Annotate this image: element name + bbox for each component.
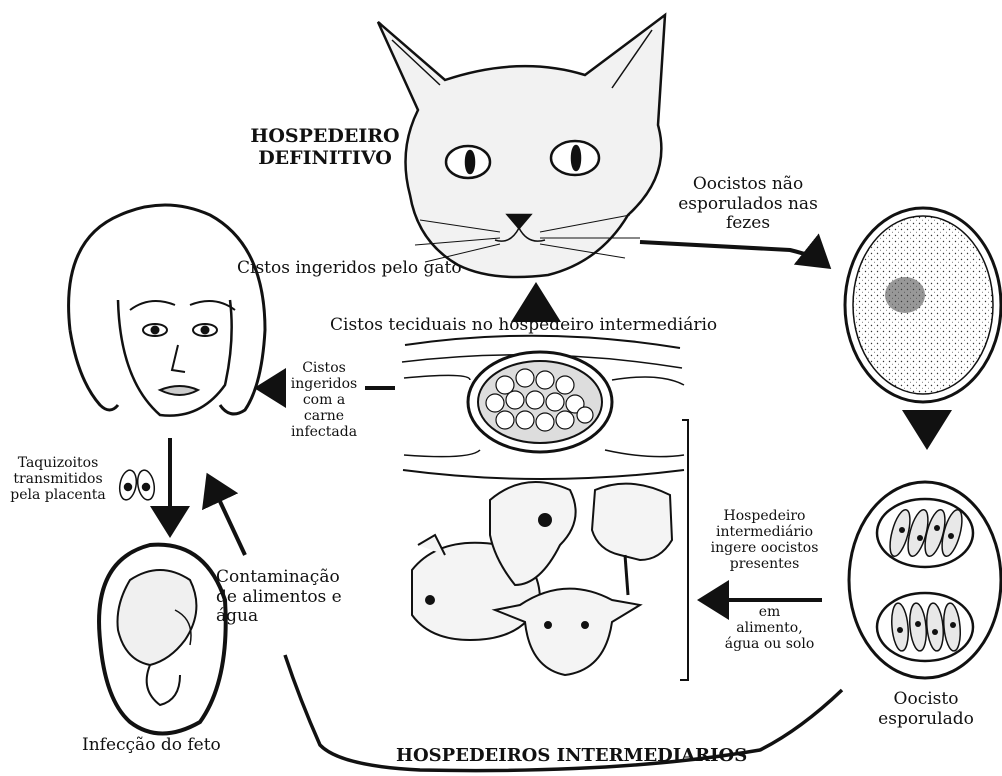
definitive-host-label: HOSPEDEIRO DEFINITIVO xyxy=(250,126,400,170)
intermediate-hosts-label: HOSPEDEIROS INTERMEDIARIOS xyxy=(396,746,747,767)
tissue-cysts-label: Cistos teciduais no hospedeiro intermedi… xyxy=(330,316,717,336)
unsporulated-oocyst-illustration xyxy=(845,208,1001,402)
tissue-cyst-illustration xyxy=(402,336,684,479)
cat-illustration xyxy=(378,15,665,277)
animals-illustration xyxy=(412,482,672,675)
cysts-meat-label: Cistos ingeridos com a carne infectada xyxy=(278,360,370,440)
arrow-contamination xyxy=(210,480,245,555)
sporulated-oocyst-illustration xyxy=(849,482,1001,678)
tachyzoite-icon xyxy=(118,469,157,501)
oocysts-feces-label: Oocistos não esporulados nas fezes xyxy=(663,175,833,234)
contamination-label: Contaminação de alimentos e água xyxy=(216,568,381,627)
in-food-label: em alimento, água ou solo xyxy=(712,604,827,652)
fetus-illustration xyxy=(99,545,226,734)
woman-illustration xyxy=(69,205,265,416)
sporulated-oocyst-label: Oocisto esporulado xyxy=(866,690,986,729)
cysts-ingested-cat-label: Cistos ingeridos pelo gato xyxy=(237,259,462,279)
fetus-infection-label: Infecção do feto xyxy=(82,736,221,756)
tachyzoites-label: Taquizoitos transmitidos pela placenta xyxy=(2,455,114,503)
intermediate-ingests-label: Hospedeiro intermediário ingere oocistos… xyxy=(702,508,827,572)
bracket-line xyxy=(680,420,688,680)
arrow-feces xyxy=(640,242,825,264)
